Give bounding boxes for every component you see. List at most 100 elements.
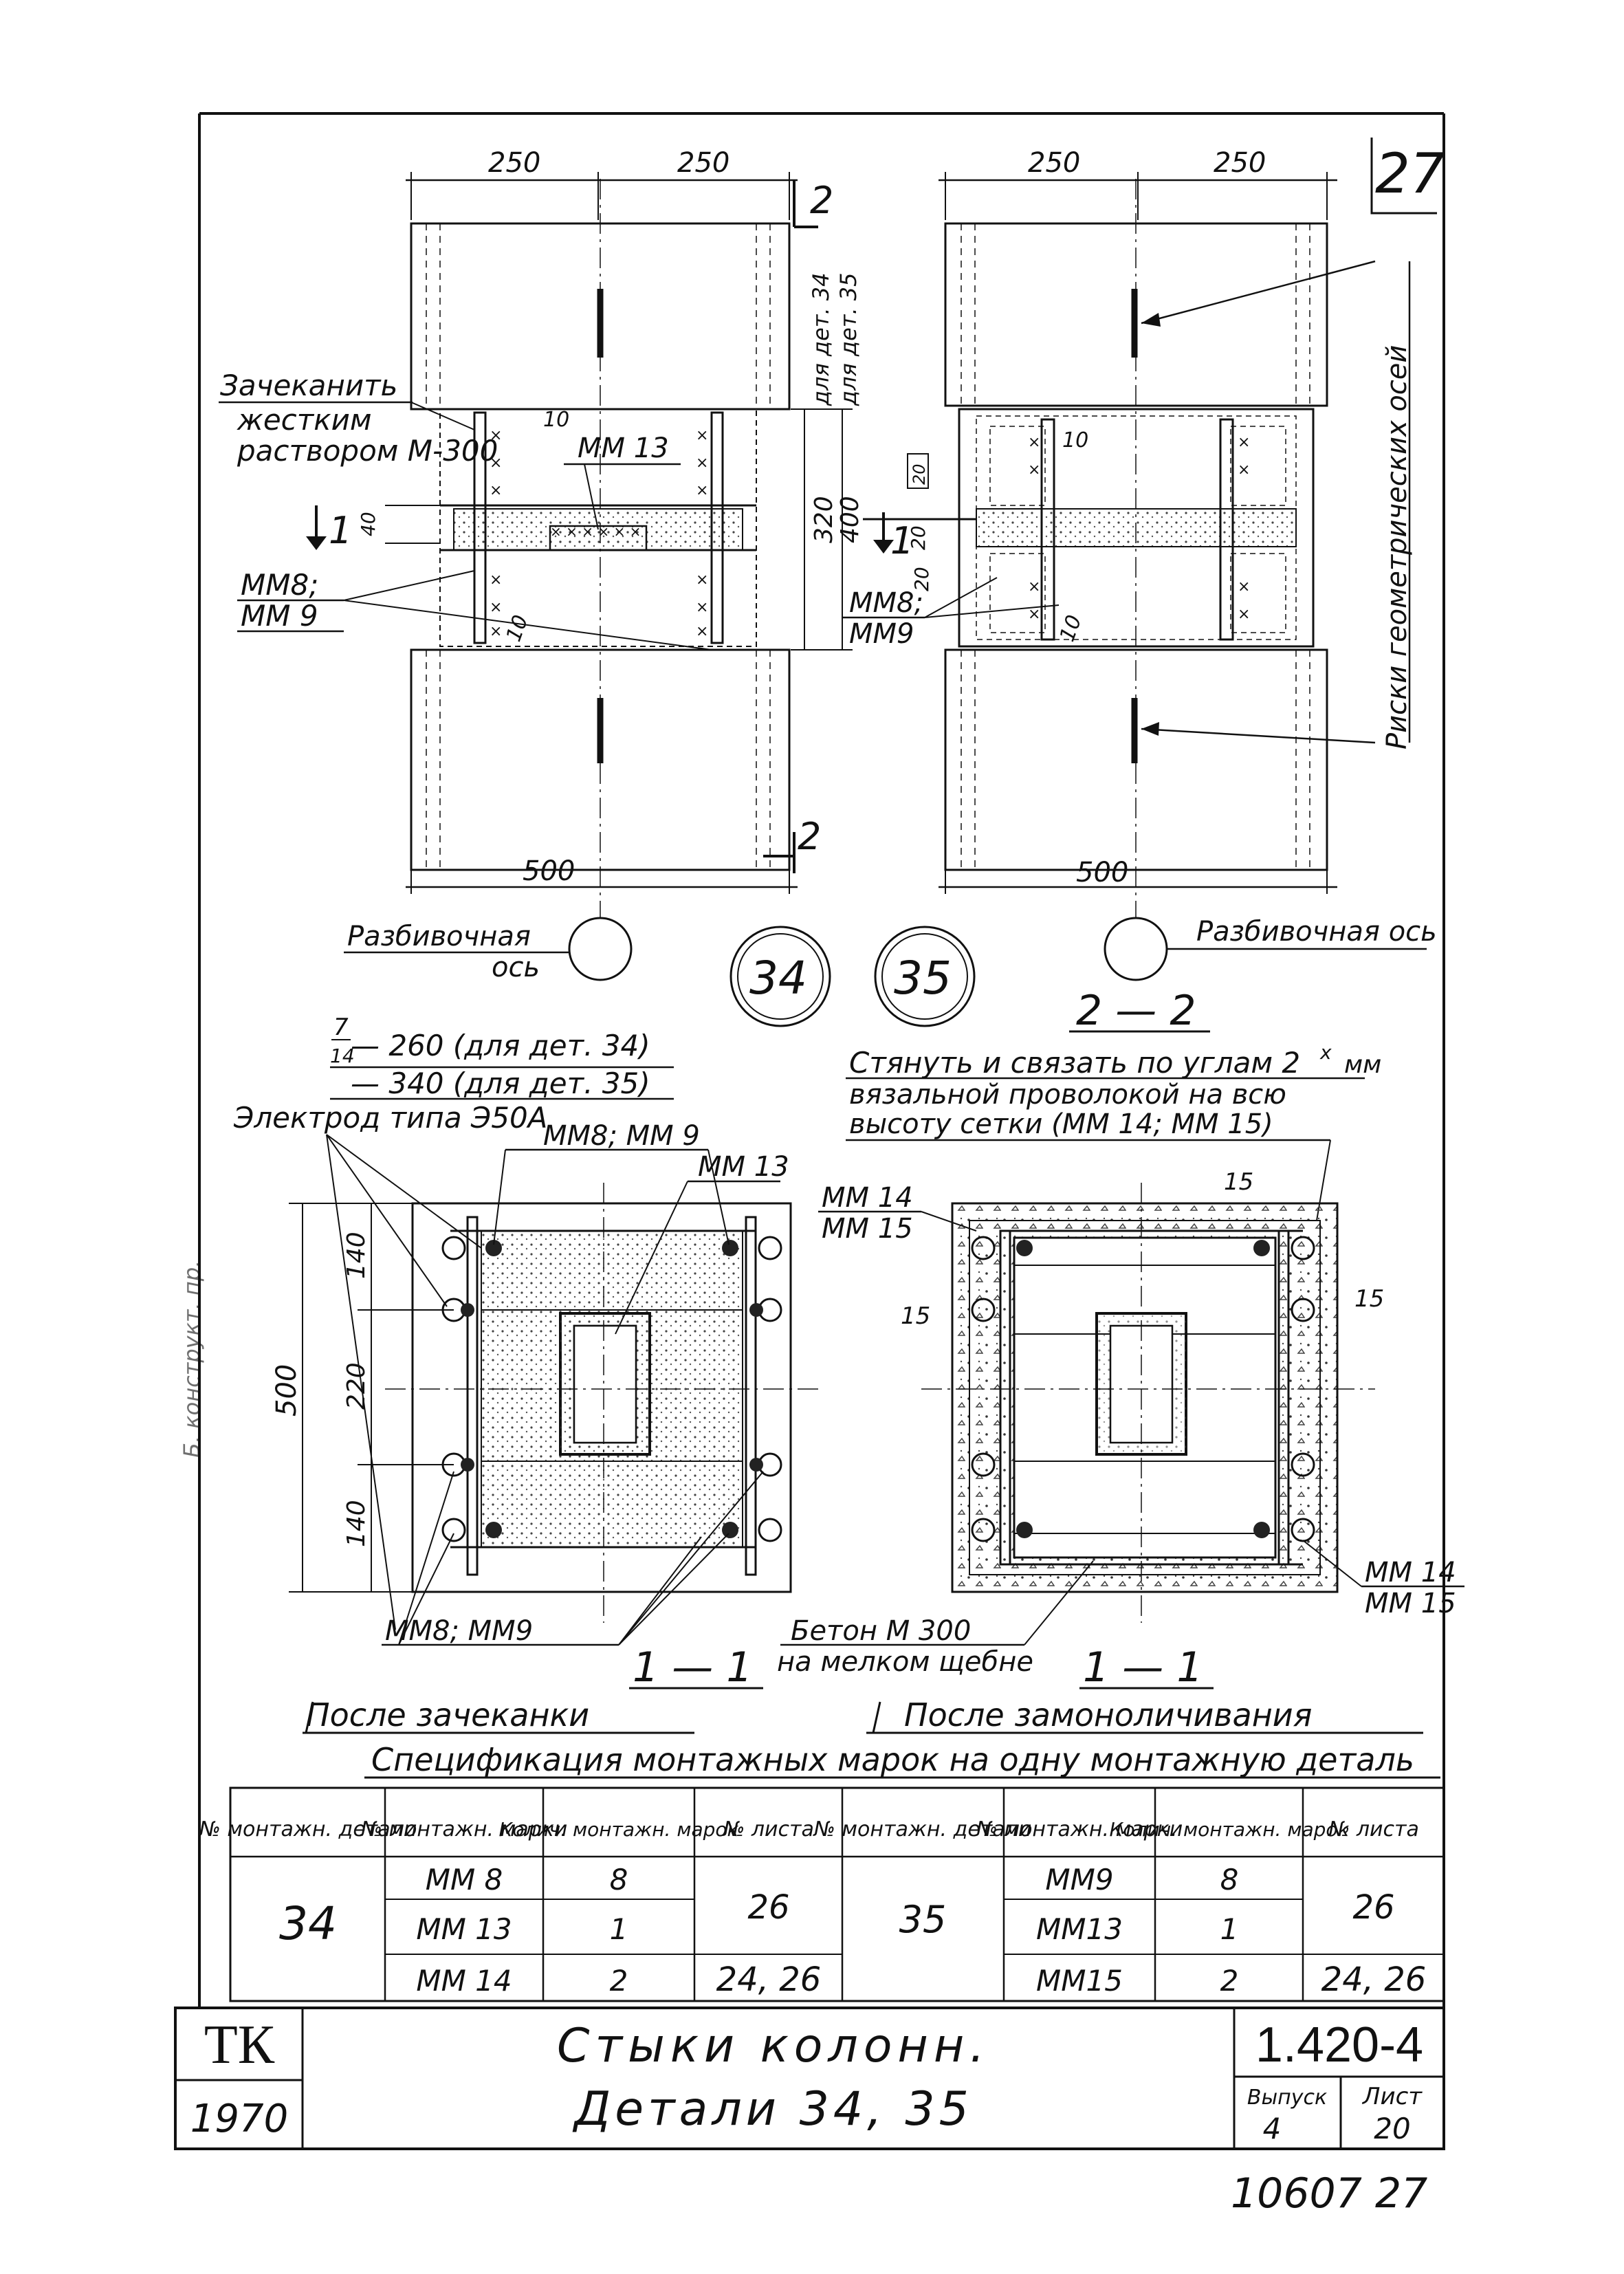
svg-text:×: ×	[696, 571, 708, 589]
dim-250-b: 250	[677, 147, 729, 179]
mm13-label-mid: ММ 13	[698, 1151, 789, 1183]
dim-15-left: 15	[901, 1302, 930, 1330]
dim-140-top: 140	[342, 1232, 371, 1279]
dim-20-vertical: 20	[907, 525, 930, 550]
dim-500-left: 500	[523, 855, 575, 887]
left-row1-mark: ММ 8	[426, 1863, 503, 1896]
dim-15-right: 15	[1354, 1285, 1384, 1313]
mm8-label-right: ММ8;	[849, 587, 923, 619]
dim-140-bottom: 140	[342, 1500, 371, 1547]
dim-10-right-bottom: 10	[1055, 612, 1087, 645]
svg-text:× × × × × ×: × × × × × ×	[550, 523, 641, 540]
header-qty-right: Колич. монтажн. марок	[1110, 1818, 1350, 1841]
drawing-title-2: Детали 34, 35	[572, 2082, 973, 2136]
electrode-note: Электрод типа Э50А	[233, 1101, 547, 1135]
mm9-label-right: ММ9	[849, 618, 914, 650]
mm8mm9-label-bottom: ММ8; ММ9	[385, 1615, 533, 1647]
left-row3-mark: ММ 14	[416, 1964, 512, 1998]
plan-35-section: Стянуть и связать по углам 2 х мм вязаль…	[777, 1041, 1464, 1734]
dim-10-right-top: 10	[1062, 428, 1088, 452]
header-mark-left: № монтажн. марки	[360, 1817, 568, 1841]
caulk-note-3: раствором М-300	[237, 434, 498, 468]
fraction-numerator: 7	[333, 1014, 349, 1041]
detail-bubble-34: 34	[729, 926, 831, 1027]
right-row3-qty: 2	[1220, 1964, 1239, 1998]
svg-text:×: ×	[490, 571, 502, 589]
concrete-note-2: на мелком щебне	[777, 1646, 1033, 1678]
geom-axis-marks-note: Риски геометрических осей	[1381, 345, 1413, 750]
svg-text:×: ×	[490, 427, 502, 444]
section-11-left: 1 — 1	[633, 1643, 753, 1692]
svg-text:×: ×	[1028, 461, 1040, 479]
left-row3-qty: 2	[610, 1964, 628, 1998]
svg-text:×: ×	[696, 427, 708, 444]
section-mark-2-top: 2	[810, 179, 833, 222]
plan-34-section: 7 14 — 260 (для дет. 34) — 340 (для дет.…	[233, 1014, 818, 1734]
specification-table: Спецификация монтажных марок на одну мон…	[198, 1741, 1445, 2002]
series-code: 1.420-4	[1255, 2018, 1423, 2073]
dim-250-a: 250	[488, 147, 540, 179]
svg-text:×: ×	[1238, 578, 1250, 595]
sheet-number: 20	[1374, 2112, 1410, 2145]
fraction-denominator: 14	[330, 1045, 355, 1067]
left-detail-number: 34	[279, 1897, 337, 1950]
left-sheet-2: 24, 26	[716, 1960, 822, 1999]
mm9-label-top: ММ 9	[241, 599, 318, 633]
tie-note-2: вязальной проволокой на всю	[849, 1079, 1286, 1111]
svg-text:×: ×	[696, 482, 708, 499]
svg-text:×: ×	[490, 455, 502, 472]
for-det-35-label: для дет. 35	[835, 272, 862, 406]
dim-500-plan: 500	[271, 1364, 303, 1417]
archive-number: 10607 27	[1231, 2169, 1427, 2218]
right-sheet-1: 26	[1352, 1888, 1394, 1927]
for-det-34-label: для дет. 34	[808, 272, 834, 406]
org-code: ТК	[204, 2015, 275, 2075]
elevation-34: 250 250 ×× ×× ×× ×× ×× ×× × × × × × ×	[219, 147, 864, 983]
svg-text:×: ×	[1028, 434, 1040, 451]
mm8-label-top: ММ8;	[241, 568, 318, 602]
svg-text:×: ×	[490, 482, 502, 499]
svg-text:×: ×	[1028, 578, 1040, 595]
concrete-note-1: Бетон М 300	[791, 1615, 971, 1647]
right-row2-mark: ММ13	[1036, 1912, 1123, 1946]
header-sheet-right: № листа	[1327, 1817, 1419, 1841]
left-row2-mark: ММ 13	[416, 1912, 512, 1946]
mm8mm9-label-mid: ММ8; ММ 9	[543, 1120, 700, 1152]
after-caulking-label: После зачеканки	[306, 1696, 589, 1734]
right-row3-mark: ММ15	[1036, 1964, 1123, 1998]
section-mark-2-bottom: 2	[798, 815, 821, 858]
svg-text:×: ×	[490, 623, 502, 640]
corner-sheet-number: 27	[1370, 138, 1445, 215]
tie-note-1: Стянуть и связать по углам 2	[849, 1046, 1300, 1080]
spec-title: Спецификация монтажных марок на одну мон…	[371, 1741, 1414, 1778]
axis-label-left-2: ось	[492, 952, 540, 983]
dim-220: 220	[342, 1362, 371, 1410]
section-mark-1-right: 1	[890, 519, 914, 562]
dim-20-vertical-b: 20	[910, 567, 933, 591]
drawing-title-1: Стыки колонн.	[557, 2019, 990, 2073]
after-monolith-label: После замоноличивания	[904, 1696, 1312, 1734]
svg-text:×: ×	[696, 455, 708, 472]
elevation-35: 250 250 ×× ×× ×× ×× 20 20 20 10 10	[842, 147, 1437, 1035]
dim-320: 320	[810, 496, 838, 543]
section-11-right: 1 — 1	[1083, 1643, 1203, 1692]
right-sheet-2: 24, 26	[1321, 1960, 1427, 1999]
caulk-note-2: жестким	[237, 403, 372, 437]
dim-10-top: 10	[543, 408, 569, 432]
tie-note-unit: мм	[1344, 1051, 1381, 1079]
header-detail-left: № монтажн. детали	[198, 1817, 417, 1841]
mm14-label-bottom: ММ 14	[1365, 1557, 1456, 1588]
year: 1970	[190, 2097, 289, 2141]
mm15-label-top: ММ 15	[822, 1213, 913, 1245]
left-row1-qty: 8	[610, 1863, 628, 1896]
rebar-circles-right	[971, 1236, 1315, 1542]
title-block: ТК 1970 Стыки колонн. Детали 34, 35 1.42…	[174, 2007, 1445, 2150]
margin-note: Б. конструкт. пр.	[179, 1260, 205, 1458]
corner-number-text: 27	[1375, 142, 1445, 206]
issue-number: 4	[1263, 2112, 1282, 2145]
note-340: — 340 (для дет. 35)	[351, 1067, 650, 1100]
left-row2-qty: 1	[610, 1912, 628, 1946]
note-260: — 260 (для дет. 34)	[351, 1029, 650, 1062]
svg-text:×: ×	[490, 599, 502, 616]
